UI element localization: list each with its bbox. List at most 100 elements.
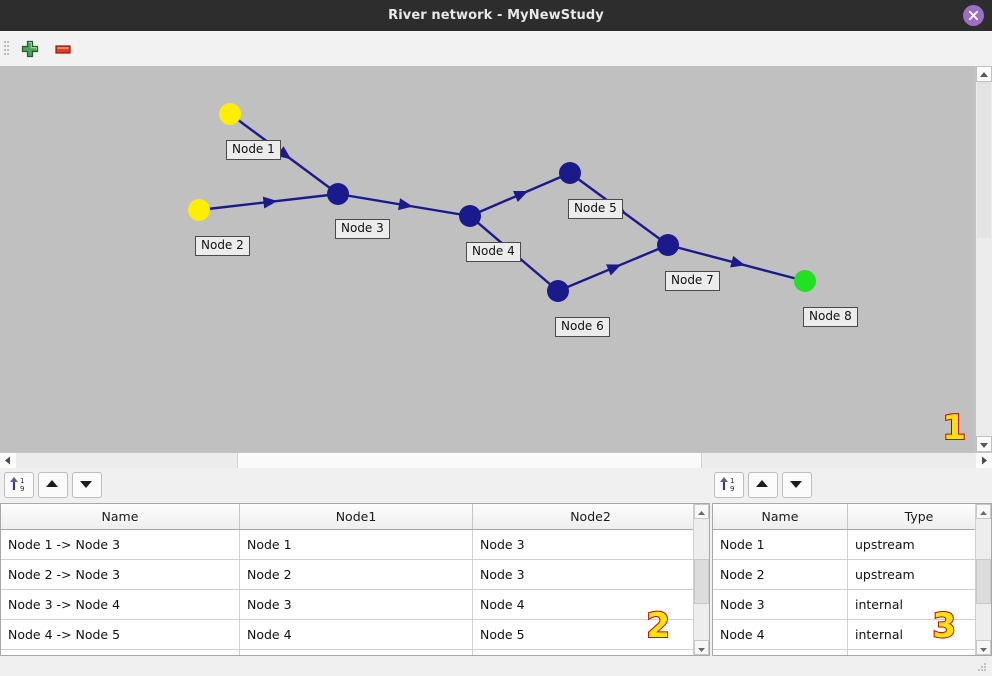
graph-node-n5[interactable]: [559, 162, 581, 184]
links-table-scrollbar[interactable]: [693, 504, 709, 655]
table-cell[interactable]: [713, 649, 848, 655]
graph-node-n3[interactable]: [327, 183, 349, 205]
node-label-n1[interactable]: Node 1: [226, 140, 281, 160]
main-toolbar: [0, 31, 992, 67]
table-cell[interactable]: [1, 649, 240, 655]
sort-ascending-icon[interactable]: 1 9: [714, 472, 744, 498]
callout-marker-3: 3: [931, 605, 957, 647]
table-cell[interactable]: Node 3 -> Node 4: [1, 589, 240, 620]
table-cell[interactable]: internal: [847, 589, 991, 620]
network-canvas-area[interactable]: Node 1 Node 2 Node 3 Node 4 Node 5 Node 6 Node…: [0, 66, 992, 453]
table-row[interactable]: [713, 649, 991, 655]
network-diagram[interactable]: Node 1 Node 2 Node 3 Node 4 Node 5 Node 6 Node…: [0, 66, 976, 452]
node-label-n7[interactable]: Node 7: [665, 271, 720, 291]
table-cell[interactable]: Node 2: [239, 559, 473, 590]
move-up-icon[interactable]: [38, 472, 68, 498]
links-col-node2[interactable]: Node2: [472, 504, 709, 530]
table-cell[interactable]: Node 3: [239, 589, 473, 620]
graph-node-n6[interactable]: [547, 280, 569, 302]
move-down-icon[interactable]: [782, 472, 812, 498]
edge-arrow-icon: [606, 264, 622, 276]
scroll-up-arrow-icon[interactable]: [694, 504, 709, 519]
edge-arrow-icon: [262, 196, 278, 209]
svg-text:1: 1: [730, 477, 734, 485]
table-cell[interactable]: Node 4: [713, 619, 848, 650]
scroll-down-arrow-icon[interactable]: [976, 436, 992, 452]
scroll-right-arrow-icon[interactable]: [976, 453, 992, 468]
node-label-n2[interactable]: Node 2: [195, 236, 250, 256]
graph-node-n7[interactable]: [657, 234, 679, 256]
links-col-name[interactable]: Name: [1, 504, 240, 530]
table-cell[interactable]: Node 5: [472, 619, 709, 650]
table-row[interactable]: [1, 649, 709, 655]
node-label-n6[interactable]: Node 6: [555, 317, 610, 337]
node-label-n8[interactable]: Node 8: [803, 307, 858, 327]
canvas-hscroll-thumb[interactable]: [237, 453, 702, 468]
nodes-col-name[interactable]: Name: [713, 504, 848, 530]
table-cell[interactable]: Node 4: [239, 619, 473, 650]
graph-node-n1[interactable]: [219, 103, 241, 125]
links-col-node1[interactable]: Node1: [239, 504, 473, 530]
table-cell[interactable]: Node 2: [713, 559, 848, 590]
table-cell[interactable]: Node 1: [713, 529, 848, 560]
scroll-down-arrow-icon[interactable]: [976, 640, 991, 655]
links-scroll-thumb[interactable]: [694, 559, 709, 604]
node-label-n4[interactable]: Node 4: [466, 242, 521, 262]
table-cell[interactable]: Node 1 -> Node 3: [1, 529, 240, 560]
canvas-vscroll-track[interactable]: [976, 82, 992, 436]
table-cell[interactable]: [847, 649, 991, 655]
graph-node-n4[interactable]: [459, 205, 481, 227]
table-cell[interactable]: [472, 649, 709, 655]
add-plus-icon[interactable]: [19, 38, 41, 60]
nodes-table-scrollbar[interactable]: [975, 504, 991, 655]
resize-grip[interactable]: [978, 663, 988, 673]
sort-ascending-icon[interactable]: 1 9: [4, 472, 34, 498]
remove-minus-icon[interactable]: [52, 38, 74, 60]
table-cell[interactable]: Node 3: [713, 589, 848, 620]
toolbar-grip[interactable]: [4, 41, 9, 57]
table-cell[interactable]: internal: [847, 619, 991, 650]
table-cell[interactable]: upstream: [847, 559, 991, 590]
table-cell[interactable]: Node 1: [239, 529, 473, 560]
scroll-up-arrow-icon[interactable]: [976, 66, 992, 82]
callout-marker-2: 2: [645, 605, 671, 647]
table-cell[interactable]: [239, 649, 473, 655]
nodes-col-type[interactable]: Type: [847, 504, 991, 530]
table-cell[interactable]: Node 4: [472, 589, 709, 620]
canvas-vertical-scrollbar[interactable]: [975, 66, 992, 452]
node-label-n5[interactable]: Node 5: [568, 199, 623, 219]
canvas-vscroll-thumb[interactable]: [977, 82, 991, 238]
callout-marker-1: 1: [941, 407, 967, 449]
node-label-n3[interactable]: Node 3: [335, 219, 390, 239]
close-icon[interactable]: [963, 5, 984, 26]
move-down-icon[interactable]: [72, 472, 102, 498]
scroll-left-arrow-icon[interactable]: [0, 453, 16, 468]
scroll-up-arrow-icon[interactable]: [976, 504, 991, 519]
graph-node-n8[interactable]: [794, 270, 816, 292]
graph-node-n2[interactable]: [188, 199, 210, 221]
nodes-scroll-thumb[interactable]: [976, 559, 991, 604]
table-cell[interactable]: Node 3: [472, 559, 709, 590]
scroll-down-arrow-icon[interactable]: [694, 640, 709, 655]
move-up-icon[interactable]: [748, 472, 778, 498]
table-cell[interactable]: Node 3: [472, 529, 709, 560]
table-cell[interactable]: Node 2 -> Node 3: [1, 559, 240, 590]
table-cell[interactable]: upstream: [847, 529, 991, 560]
table-cell[interactable]: Node 4 -> Node 5: [1, 619, 240, 650]
